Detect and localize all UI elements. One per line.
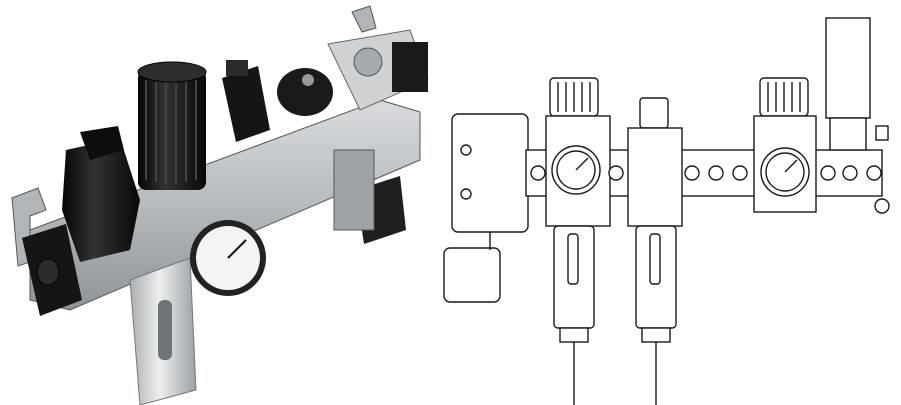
top-bracket — [351, 5, 377, 33]
drawing-valve-hole — [460, 144, 472, 156]
dial — [277, 68, 333, 116]
drawing-panel — [430, 0, 901, 405]
drawing-filter-window — [649, 233, 661, 285]
drawing-filter-body — [627, 127, 683, 227]
left-bracket — [11, 187, 47, 267]
drawing-valve-block — [451, 113, 529, 233]
regulator-grip-ribs — [145, 80, 197, 184]
drawing-gauge-needle — [575, 157, 589, 171]
drawing-soft-start-base — [829, 117, 867, 151]
soft-start-end-plate — [392, 42, 428, 92]
bowl-sight-window — [158, 300, 172, 360]
gauge-needle — [227, 239, 247, 259]
lower-valve-body — [333, 149, 375, 231]
drawing-bracket-top — [875, 125, 889, 141]
drawing-knob-ribs — [557, 82, 591, 112]
regulator-knob — [137, 61, 207, 83]
photo-panel — [0, 0, 440, 405]
drawing-gauge2-needle — [784, 159, 798, 173]
solenoid-connector — [222, 66, 270, 142]
on-off-valve — [62, 138, 140, 262]
drawing-filter-cap — [639, 97, 669, 129]
drawing-valve-hole — [460, 188, 472, 200]
drawing-knob2-ribs — [767, 82, 801, 112]
solenoid-plug — [226, 60, 248, 76]
on-off-knob — [80, 126, 124, 160]
drawing-bracket-hole — [874, 198, 890, 214]
drawing-bowl-window — [567, 233, 579, 285]
drawing-drain — [559, 327, 589, 343]
left-port — [36, 258, 60, 286]
soft-start-cap — [353, 47, 383, 77]
air-service-unit-drawing — [443, 17, 890, 405]
air-service-unit-photo — [11, 5, 429, 405]
drawing-soft-start — [825, 17, 871, 119]
drawing-filter-drain — [641, 327, 671, 343]
drawing-coil — [443, 247, 501, 303]
dial-screw — [302, 74, 314, 86]
drawing-ports — [530, 165, 882, 181]
